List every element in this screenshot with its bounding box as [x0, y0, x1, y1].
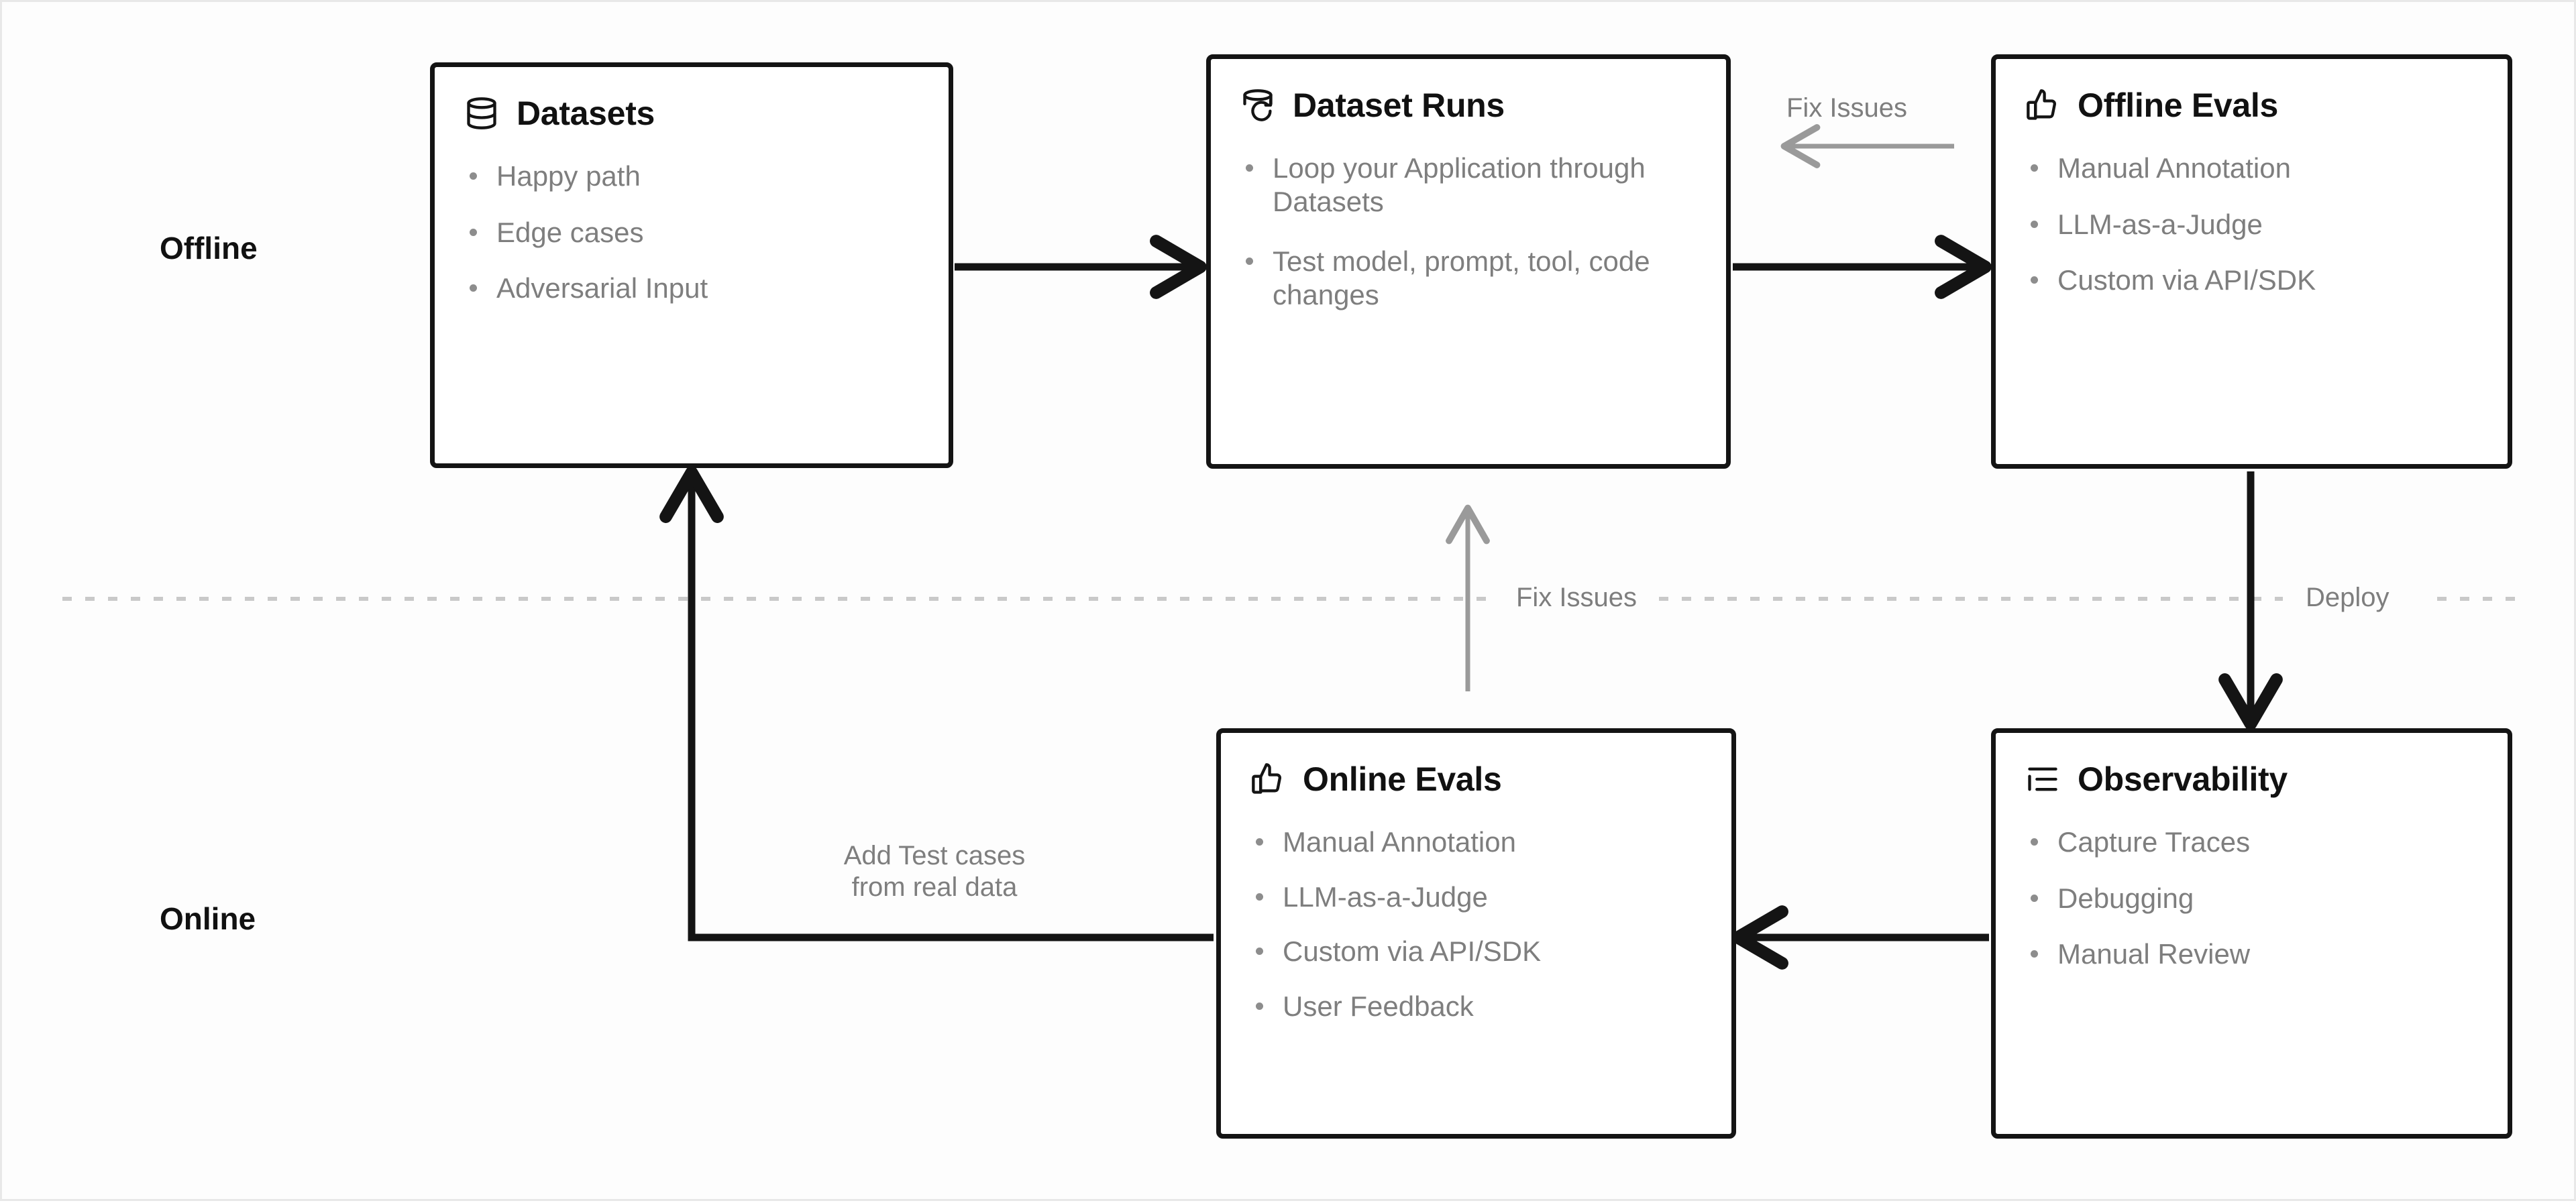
section-label-offline: Offline: [160, 231, 258, 266]
node-observability[interactable]: Observability Capture Traces Debugging M…: [1991, 728, 2512, 1139]
node-offline-evals[interactable]: Offline Evals Manual Annotation LLM-as-a…: [1991, 54, 2512, 469]
node-online-evals[interactable]: Online Evals Manual Annotation LLM-as-a-…: [1216, 728, 1736, 1139]
thumbs-up-icon: [1250, 762, 1285, 797]
node-dataset-runs-bullets: Loop your Application through Datasets T…: [1240, 152, 1697, 311]
database-icon: [464, 96, 499, 131]
database-refresh-icon: [1240, 88, 1275, 123]
node-offline-evals-title: Offline Evals: [2078, 87, 2278, 124]
node-observability-header: Observability: [2025, 760, 2478, 799]
list-tree-icon: [2025, 762, 2060, 797]
list-item: Custom via API/SDK: [1250, 935, 1702, 968]
list-item: Manual Annotation: [1250, 825, 1702, 859]
node-datasets-bullets: Happy path Edge cases Adversarial Input: [464, 160, 919, 305]
list-item: Manual Review: [2025, 937, 2478, 971]
node-dataset-runs-header: Dataset Runs: [1240, 86, 1697, 125]
node-online-evals-title: Online Evals: [1303, 760, 1502, 798]
list-item: Manual Annotation: [2025, 152, 2478, 185]
edge-label-deploy: Deploy: [2296, 582, 2399, 614]
node-online-evals-bullets: Manual Annotation LLM-as-a-Judge Custom …: [1250, 825, 1702, 1023]
node-datasets-title: Datasets: [517, 95, 655, 132]
list-item: Edge cases: [464, 216, 919, 249]
node-offline-evals-bullets: Manual Annotation LLM-as-a-Judge Custom …: [2025, 152, 2478, 297]
node-online-evals-header: Online Evals: [1250, 760, 1702, 799]
thumbs-up-icon: [2025, 88, 2060, 123]
list-item: Happy path: [464, 160, 919, 193]
edge-label-fix-issues-top: Fix Issues: [1786, 93, 1908, 123]
node-dataset-runs[interactable]: Dataset Runs Loop your Application throu…: [1206, 54, 1731, 469]
list-item: Custom via API/SDK: [2025, 264, 2478, 297]
node-offline-evals-header: Offline Evals: [2025, 86, 2478, 125]
list-item: Test model, prompt, tool, code changes: [1240, 245, 1675, 311]
node-observability-title: Observability: [2078, 760, 2288, 798]
node-observability-bullets: Capture Traces Debugging Manual Review: [2025, 825, 2478, 971]
list-item: Debugging: [2025, 882, 2478, 915]
list-item: LLM-as-a-Judge: [1250, 880, 1702, 914]
list-item: Capture Traces: [2025, 825, 2478, 859]
node-dataset-runs-title: Dataset Runs: [1293, 87, 1505, 124]
list-item: Adversarial Input: [464, 272, 919, 305]
node-datasets[interactable]: Datasets Happy path Edge cases Adversari…: [430, 62, 953, 468]
list-item: LLM-as-a-Judge: [2025, 208, 2478, 241]
edge-label-add-test-cases: Add Test cases from real data: [843, 841, 1026, 903]
edge-label-fix-issues-middle: Fix Issues: [1507, 582, 1647, 614]
list-item: Loop your Application through Datasets: [1240, 152, 1675, 218]
node-datasets-header: Datasets: [464, 94, 919, 133]
list-item: User Feedback: [1250, 990, 1702, 1023]
section-label-online: Online: [160, 901, 256, 936]
